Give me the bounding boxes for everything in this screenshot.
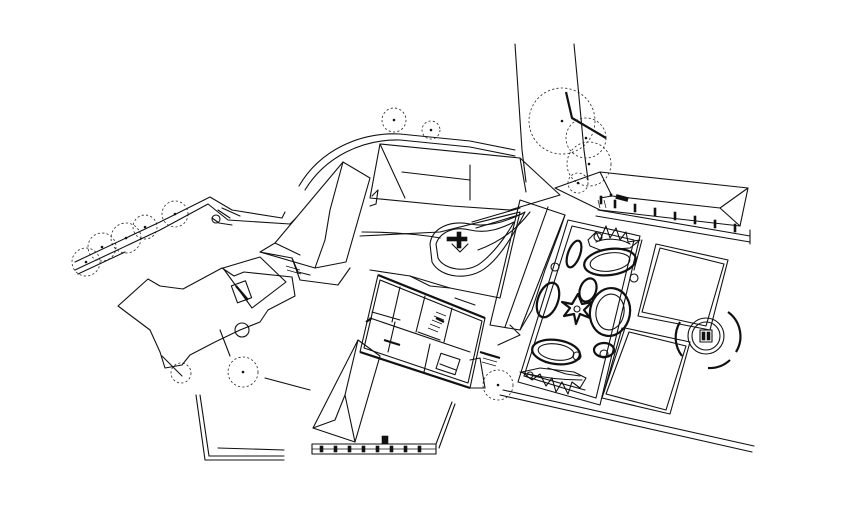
south-colonnade [311, 401, 456, 455]
west-annex-building [117, 256, 296, 377]
north-main-block [369, 143, 561, 211]
tree-canopy [170, 362, 192, 384]
tree-canopy [482, 369, 514, 401]
north-access-road [514, 43, 607, 183]
staircase [427, 311, 447, 333]
southeast-drive [499, 371, 755, 453]
central-courtyard [359, 207, 531, 299]
colonnade-posts [319, 445, 422, 453]
tree-canopy [565, 117, 607, 159]
tree-canopy [87, 232, 117, 262]
tree-canopy [132, 214, 158, 240]
tree-canopy [421, 120, 441, 140]
tree-canopy [71, 247, 101, 277]
east-long-wing [554, 171, 751, 245]
rotunda-sculpture-icon [699, 329, 713, 343]
formal-garden [517, 219, 641, 406]
south-central-building [359, 273, 486, 390]
east-lawns [601, 239, 729, 415]
tree-canopy [567, 172, 589, 194]
southwest-paths [195, 329, 311, 461]
fountain-icon [446, 231, 469, 253]
wall-piers [599, 195, 737, 233]
east-rotunda [674, 311, 742, 370]
west-wing-roof [259, 161, 371, 286]
trees [71, 87, 612, 401]
tree-canopy [566, 141, 612, 187]
stair-markers [597, 193, 613, 209]
western-curved-path [298, 133, 516, 191]
central-diagonal-wing [489, 199, 566, 346]
south-wing-roof [312, 339, 381, 443]
entrance-stairs [285, 189, 501, 367]
tree-canopy [227, 356, 259, 388]
tree-canopy [528, 87, 596, 155]
west-walkway [74, 196, 297, 275]
tree-canopy [381, 107, 407, 133]
